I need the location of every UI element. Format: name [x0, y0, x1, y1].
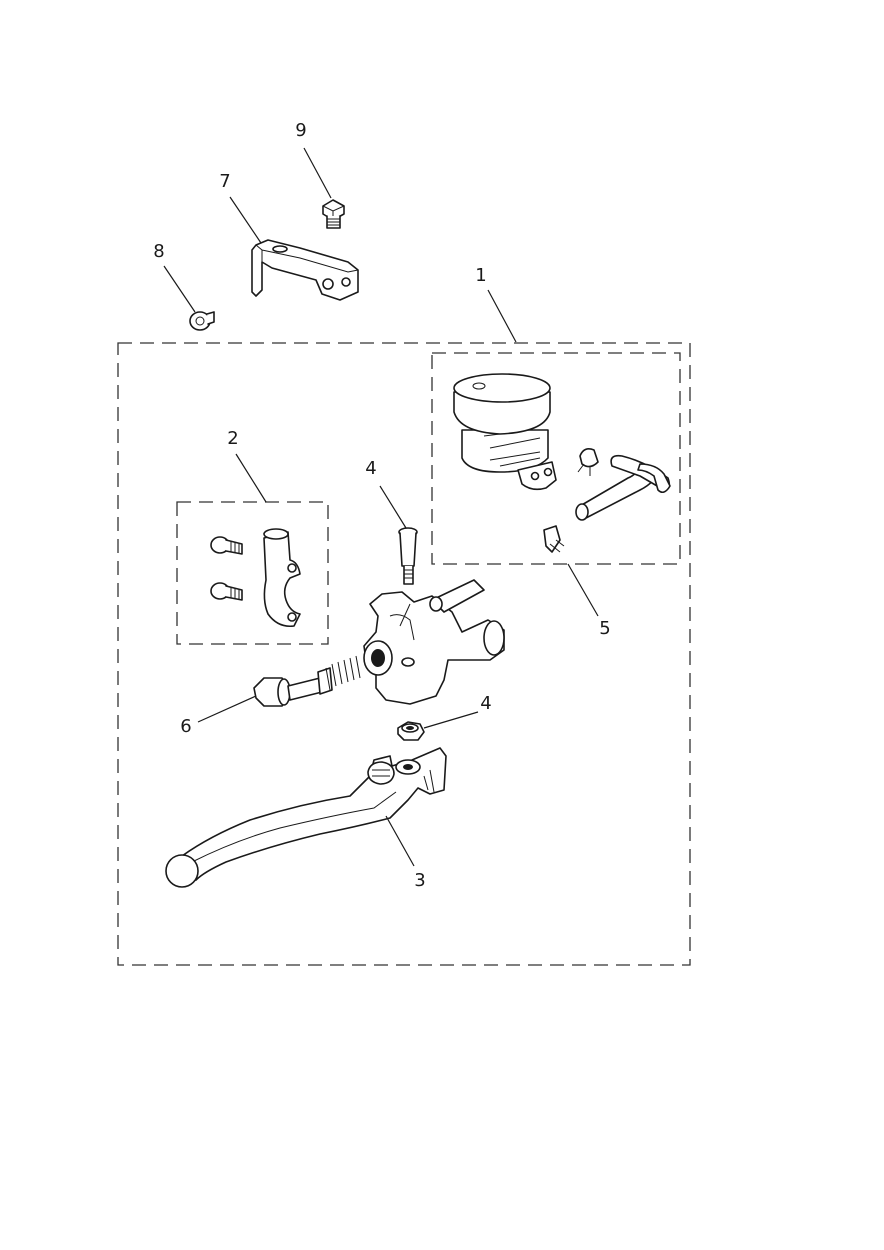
- screw-part-8: [189, 311, 215, 331]
- assembly-boundary-5: [431, 352, 681, 565]
- callout-3: 3: [414, 870, 425, 891]
- clamp-part-2: [210, 528, 301, 628]
- callout-5: 5: [599, 618, 610, 639]
- assembly-boundary-2: [176, 501, 329, 645]
- leader-lines: [163, 147, 599, 867]
- nut-part-4: [397, 721, 425, 741]
- reservoir-part-5: [453, 373, 671, 553]
- callout-2: 2: [227, 428, 238, 449]
- callout-8: 8: [153, 241, 164, 262]
- bolt-part-9: [322, 199, 345, 229]
- piston-part-6: [253, 655, 361, 707]
- callout-9: 9: [295, 120, 306, 141]
- callout-6: 6: [180, 716, 191, 737]
- master-cylinder-body: [363, 579, 505, 705]
- assembly-boundary-1: [117, 342, 691, 966]
- callout-7: 7: [219, 171, 230, 192]
- callout-1: 1: [475, 265, 486, 286]
- callout-4-lower: 4: [480, 693, 491, 714]
- lever-part-3: [165, 747, 447, 888]
- pivot-bolt-part-4: [398, 527, 418, 585]
- bracket-part-7: [251, 239, 359, 301]
- callout-4-upper: 4: [365, 458, 376, 479]
